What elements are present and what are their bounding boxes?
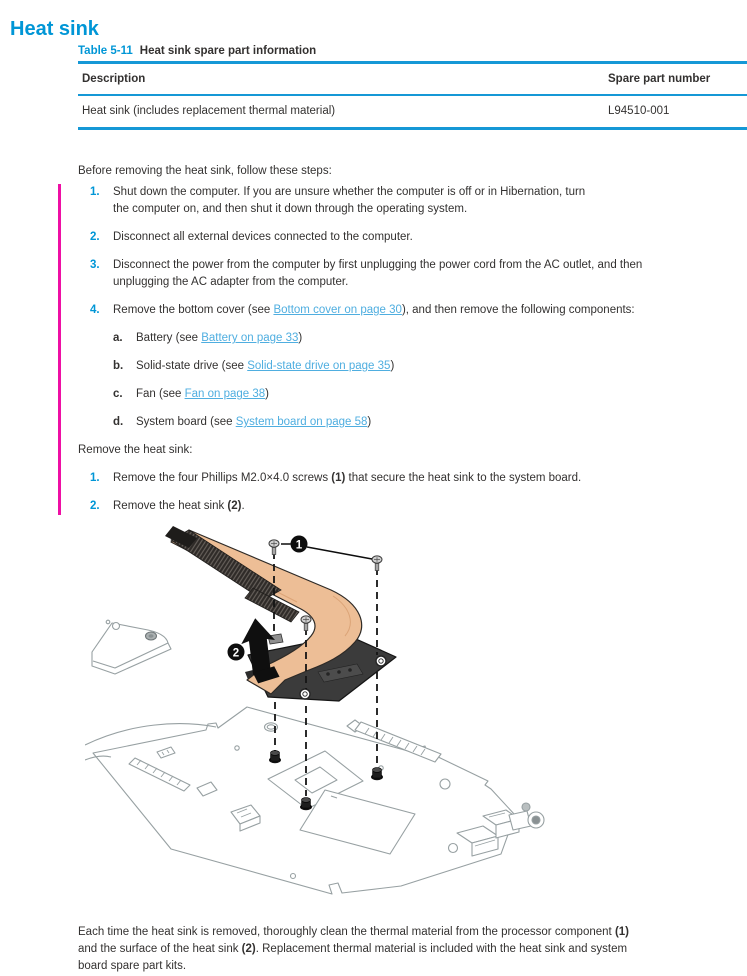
step-text-post: . [241,500,245,512]
spare-part-table: Description Spare part number Heat sink … [78,61,747,130]
screws [268,539,383,631]
table-caption-text: Heat sink spare part information [139,45,317,57]
callout-2: 2 [227,643,245,661]
step-number: 3. [90,259,100,271]
substep-text-post: ) [265,388,269,400]
heat-sink-removal-figure: 1 2 [84,524,705,906]
substep-letter: a. [113,332,123,344]
screw-3 [300,615,312,631]
page-title: Heat sink [10,18,99,41]
substep-text: System board (see System board on page 5… [136,414,718,431]
substep-letter: c. [113,388,123,400]
step-text: Shut down the computer. If you are unsur… [113,186,586,215]
system-board-outline [84,706,545,895]
step-text-pre: Remove the bottom cover (see [113,304,274,316]
table-header-row: Description Spare part number [78,62,747,96]
callout-1: 1 [281,535,373,560]
fin-stack [165,526,300,623]
callout-ref-1: (1) [331,472,346,484]
link-solid-state-drive[interactable]: Solid-state drive on page 35 [247,360,391,372]
alignment-dashes-upper [273,552,378,689]
board-shield [299,789,416,855]
substep-c: c. Fan (see Fan on page 38) [113,386,718,403]
step-text: Remove the bottom cover (see Bottom cove… [113,302,703,319]
callout-ref-2: (2) [227,500,242,512]
substep-text-post: ) [367,416,372,428]
substep-text-pre: System board (see [136,416,236,428]
substep-text-pre: Solid-state drive (see [136,360,248,372]
steps-block: 1. Shut down the computer. If you are un… [58,184,718,515]
left-connector [128,757,218,797]
intro-paragraph: Before removing the heat sink, follow th… [78,164,332,177]
screw-2 [371,555,383,571]
step-text: Remove the four Phillips M2.0×4.0 screws… [113,470,703,487]
substep-letter: b. [113,360,124,372]
link-battery[interactable]: Battery on page 33 [201,332,299,344]
footer-text: Each time the heat sink is removed, thor… [78,925,615,938]
screw-1 [268,539,280,555]
step-text-post: ), and then remove the following compone… [401,304,635,316]
column-header-spare-part: Spare part number [604,62,747,96]
small-connector-top [156,746,176,759]
svg-text:2: 2 [233,648,239,660]
substep-text-post: ) [298,332,303,344]
removal-step-2: 2. Remove the heat sink (2). [90,498,718,515]
footer-text: . Replacement thermal material is includ… [78,942,628,972]
svg-text:1: 1 [296,540,303,552]
substep-a: a. Battery (see Battery on page 33) [113,330,718,347]
step-text-pre: Remove the four Phillips M2.0×4.0 screws [113,472,332,484]
alignment-dashes-lower [274,672,378,796]
remove-heading: Remove the heat sink: [78,444,193,456]
substep-d: d. System board (see System board on pag… [113,414,718,431]
screw-standoffs [269,750,383,811]
step-text: Remove the heat sink (2). [113,498,703,515]
step-number: 1. [90,472,100,484]
usb-port [456,825,499,857]
substep-b: b. Solid-state drive (see Solid-state dr… [113,358,718,375]
substep-text-post: ) [390,360,395,372]
substep-text-pre: Battery (see [136,332,202,344]
column-header-description: Description [78,62,604,96]
prep-step-4: 4. Remove the bottom cover (see Bottom c… [90,302,718,319]
small-connector-bottom [230,804,261,832]
footer-text: and the surface of the heat sink [78,942,239,955]
step-text-pre: Remove the heat sink [113,500,228,512]
heat-sink-illustration: 1 2 [84,526,545,895]
substep-text: Fan (see Fan on page 38) [136,386,718,403]
table-caption-label: Table 5-11 [78,45,133,57]
prep-step-3: 3. Disconnect the power from the compute… [90,257,718,291]
substep-letter: d. [113,416,124,428]
heat-sink-plate [245,634,397,702]
step-text-post: that secure the heat sink to the system … [345,472,582,484]
footer-callout-ref-2: (2) [241,942,256,955]
link-system-board[interactable]: System board on page 58 [235,416,368,428]
left-bracket-part [91,619,172,675]
substep-text-pre: Fan (see [136,388,185,400]
footer-callout-ref-1: (1) [614,925,629,938]
removal-step-1: 1. Remove the four Phillips M2.0×4.0 scr… [90,470,718,487]
step-number: 4. [90,304,100,316]
substep-text: Solid-state drive (see Solid-state drive… [136,358,718,375]
step-number: 1. [90,186,100,198]
prep-step-1: 1. Shut down the computer. If you are un… [90,184,718,218]
step-text: Disconnect all external devices connecte… [113,231,413,243]
step-text: Disconnect the power from the computer b… [113,259,643,288]
cell-spare-part-number: L94510-001 [608,105,670,117]
link-bottom-cover[interactable]: Bottom cover on page 30 [273,304,402,316]
prep-step-2: 2. Disconnect all external devices conne… [90,229,718,246]
table-row: Heat sink (includes replacement thermal … [78,95,747,129]
fan-edge-curve [84,723,217,746]
cell-description: Heat sink (includes replacement thermal … [82,105,336,117]
audio-jack [508,802,545,831]
step-number: 2. [90,231,100,243]
removal-arrow [241,618,280,684]
link-fan[interactable]: Fan on page 38 [184,388,266,400]
table-caption: Table 5-11 Heat sink spare part informati… [78,43,316,60]
step-number: 2. [90,500,100,512]
substep-text: Battery (see Battery on page 33) [136,330,718,347]
footer-paragraph: Each time the heat sink is removed, thor… [78,924,744,975]
